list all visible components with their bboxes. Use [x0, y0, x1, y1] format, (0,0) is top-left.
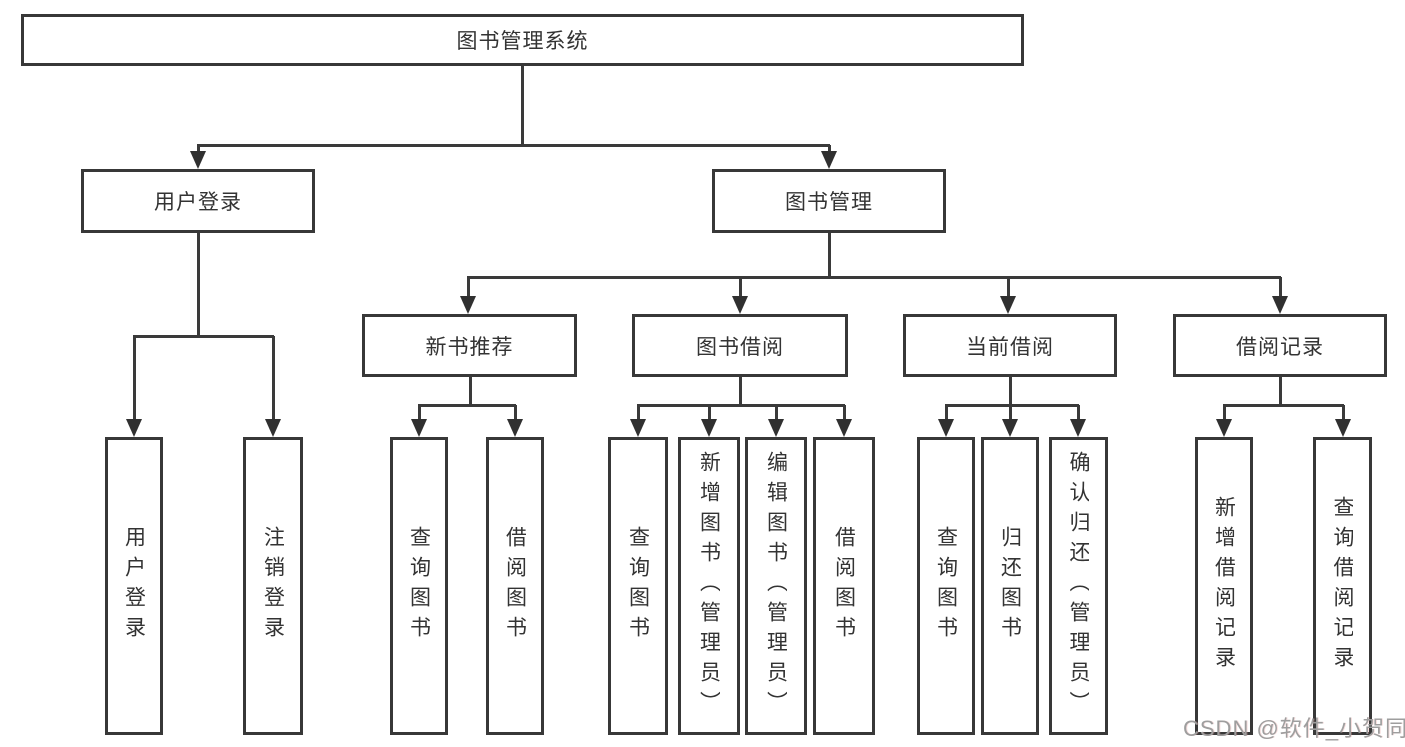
connector-stem — [1009, 377, 1012, 407]
arrow-down-icon — [1272, 296, 1288, 314]
leaf-current-return-books: 归还图书 — [981, 437, 1039, 735]
arrow-down-icon — [630, 419, 646, 437]
leaf-records-query-record: 查询借阅记录 — [1313, 437, 1372, 735]
arrow-down-icon — [732, 296, 748, 314]
connector-drop — [1077, 405, 1080, 421]
connector-drop — [708, 405, 711, 421]
connector-drop — [1279, 277, 1282, 298]
node-label: 图书借阅 — [696, 335, 784, 359]
connector-rail — [418, 404, 516, 407]
node-new-book-recommend: 新书推荐 — [362, 314, 577, 377]
node-label: 编辑图书（管理员） — [765, 451, 787, 721]
arrow-down-icon — [460, 296, 476, 314]
connector-rail — [945, 404, 1079, 407]
connector-drop — [514, 405, 517, 421]
connector-drop — [1009, 405, 1012, 421]
connector-rail — [1223, 404, 1344, 407]
connector-drop — [739, 277, 742, 298]
arrow-down-icon — [821, 151, 837, 169]
node-label: 确认归还（管理员） — [1068, 451, 1089, 721]
node-label: 注销登录 — [262, 526, 284, 646]
node-label: 当前借阅 — [966, 335, 1054, 359]
arrow-down-icon — [1216, 419, 1232, 437]
node-label: 用户登录 — [123, 526, 145, 646]
leaf-borrowing-query-books: 查询图书 — [608, 437, 668, 735]
node-label: 新增借阅记录 — [1213, 496, 1235, 676]
node-label: 新增图书（管理员） — [698, 451, 720, 721]
node-label: 借阅记录 — [1236, 335, 1324, 359]
node-book-borrowing: 图书借阅 — [632, 314, 848, 377]
node-borrowing-records: 借阅记录 — [1173, 314, 1387, 377]
arrow-down-icon — [938, 419, 954, 437]
arrow-down-icon — [768, 419, 784, 437]
arrow-down-icon — [1335, 419, 1351, 437]
leaf-logout: 注销登录 — [243, 437, 303, 735]
node-label: 查询借阅记录 — [1332, 496, 1353, 676]
arrow-down-icon — [1002, 419, 1018, 437]
leaf-current-confirm-return-admin: 确认归还（管理员） — [1049, 437, 1108, 735]
connector-drop — [1342, 405, 1345, 421]
arrow-down-icon — [190, 151, 206, 169]
connector-drop — [272, 336, 275, 421]
arrow-down-icon — [126, 419, 142, 437]
node-label: 归还图书 — [999, 526, 1021, 646]
node-book-management: 图书管理 — [712, 169, 946, 233]
connector-stem — [739, 377, 742, 407]
arrow-down-icon — [411, 419, 427, 437]
node-label: 图书管理 — [785, 191, 873, 214]
arrow-down-icon — [1000, 296, 1016, 314]
node-label: 借阅图书 — [504, 526, 526, 646]
node-library-system: 图书管理系统 — [21, 14, 1024, 66]
connector-rail — [467, 276, 1281, 279]
arrow-down-icon — [836, 419, 852, 437]
arrow-down-icon — [265, 419, 281, 437]
leaf-borrowing-add-books-admin: 新增图书（管理员） — [678, 437, 740, 735]
connector-drop — [133, 336, 136, 421]
node-current-borrowing: 当前借阅 — [903, 314, 1117, 377]
leaf-borrowing-borrow-books: 借阅图书 — [813, 437, 875, 735]
watermark: CSDN @软件_小贺同学 — [1183, 716, 1405, 741]
connector-rail — [637, 404, 845, 407]
node-label: 用户登录 — [154, 191, 242, 214]
connector-drop — [467, 277, 470, 298]
connector-rail — [197, 144, 830, 147]
node-label: 查询图书 — [935, 526, 957, 646]
connector-stem — [828, 233, 831, 279]
leaf-user-login: 用户登录 — [105, 437, 163, 735]
node-label: 新书推荐 — [425, 335, 514, 359]
connector-stem — [1279, 377, 1282, 407]
leaf-records-add-record: 新增借阅记录 — [1195, 437, 1253, 735]
arrow-down-icon — [1070, 419, 1086, 437]
connector-drop — [418, 405, 421, 421]
connector-drop — [828, 145, 831, 153]
connector-drop — [1223, 405, 1226, 421]
leaf-borrowing-edit-books-admin: 编辑图书（管理员） — [745, 437, 807, 735]
leaf-newbook-query-books: 查询图书 — [390, 437, 448, 735]
node-label: 查询图书 — [627, 526, 649, 646]
connector-drop — [637, 405, 640, 421]
node-label: 查询图书 — [408, 526, 430, 646]
node-label: 图书管理系统 — [456, 30, 589, 53]
connector-drop — [1007, 277, 1010, 298]
connector-stem — [521, 66, 524, 147]
leaf-current-query-books: 查询图书 — [917, 437, 975, 735]
arrow-down-icon — [507, 419, 523, 437]
connector-drop — [843, 405, 846, 421]
node-user-login: 用户登录 — [81, 169, 315, 233]
connector-drop — [945, 405, 948, 421]
node-label: 借阅图书 — [833, 526, 855, 646]
connector-drop — [775, 405, 778, 421]
connector-drop — [197, 145, 200, 153]
arrow-down-icon — [701, 419, 717, 437]
connector-stem — [469, 377, 472, 407]
connector-rail — [133, 335, 274, 338]
leaf-newbook-borrow-books: 借阅图书 — [486, 437, 544, 735]
connector-stem — [197, 233, 200, 338]
